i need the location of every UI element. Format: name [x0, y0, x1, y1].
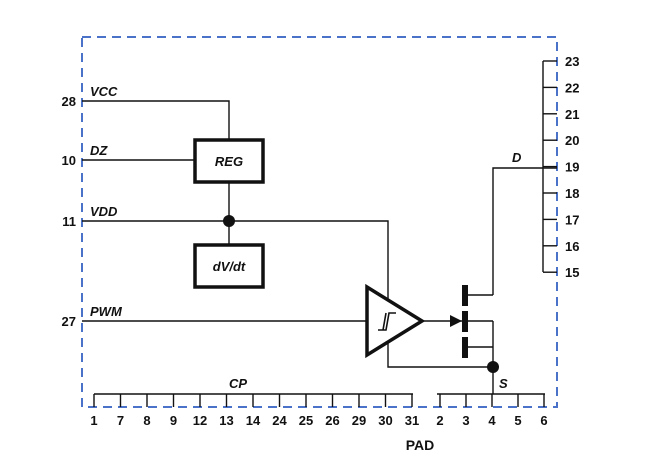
cp-label: CP [229, 376, 247, 391]
dvdt-label: dV/dt [213, 259, 246, 274]
cp-pin-13: 13 [219, 413, 233, 428]
vdd-junction-dot [223, 215, 235, 227]
power-transistor [462, 285, 494, 394]
dvdt-block [193, 243, 265, 289]
s-pin-2: 2 [436, 413, 443, 428]
schmitt-trigger-symbol [378, 312, 396, 331]
right-pin-16: 16 [565, 239, 579, 254]
right-pin-23: 23 [565, 54, 579, 69]
right-pin-20: 20 [565, 133, 579, 148]
cp-pin-1: 1 [90, 413, 97, 428]
pin-28: 28 [62, 94, 76, 109]
right-pin-19: 19 [565, 160, 579, 175]
cp-pin-9: 9 [170, 413, 177, 428]
signal-vcc: VCC [90, 84, 118, 99]
reg-block [193, 138, 265, 184]
right-pin-group: 23 22 21 20 19 18 17 16 15 [543, 54, 579, 280]
right-pin-17: 17 [565, 212, 579, 227]
cp-pin-30: 30 [378, 413, 392, 428]
s-pin-3: 3 [462, 413, 469, 428]
source-junction-dot [487, 361, 499, 373]
package-border [81, 36, 558, 408]
cp-pin-25: 25 [299, 413, 313, 428]
cp-pin-14: 14 [246, 413, 261, 428]
buffer-ground-wire [387, 342, 493, 368]
vdd-wire [82, 220, 389, 300]
right-pin-18: 18 [565, 186, 579, 201]
reg-label: REG [215, 154, 243, 169]
s-pin-group: 2 3 4 5 6 [436, 394, 548, 428]
gate-arrow [450, 315, 462, 327]
cp-pin-26: 26 [325, 413, 339, 428]
signal-pwm: PWM [90, 304, 123, 319]
s-pin-4: 4 [488, 413, 496, 428]
cp-pin-8: 8 [143, 413, 150, 428]
right-pin-22: 22 [565, 80, 579, 95]
cp-pin-12: 12 [193, 413, 207, 428]
drain-label: D [512, 150, 522, 165]
s-pin-5: 5 [514, 413, 521, 428]
schmitt-buffer [365, 283, 426, 359]
cp-pin-7: 7 [117, 413, 124, 428]
s-label: S [499, 376, 508, 391]
s-pin-6: 6 [540, 413, 547, 428]
pad-label: PAD [406, 437, 435, 453]
vcc-wire [82, 100, 230, 140]
cp-pin-24: 24 [272, 413, 287, 428]
signal-dz: DZ [90, 143, 108, 158]
pin-27: 27 [62, 314, 76, 329]
right-pin-21: 21 [565, 107, 579, 122]
cp-pin-31: 31 [405, 413, 419, 428]
cp-pin-29: 29 [352, 413, 366, 428]
pin-10: 10 [62, 153, 76, 168]
drain-wire [492, 167, 557, 295]
right-pin-15: 15 [565, 265, 579, 280]
cp-pin-group: 1 7 8 9 12 13 14 24 25 26 29 30 31 [90, 394, 419, 428]
signal-vdd: VDD [90, 204, 118, 219]
pin-11: 11 [62, 214, 76, 229]
